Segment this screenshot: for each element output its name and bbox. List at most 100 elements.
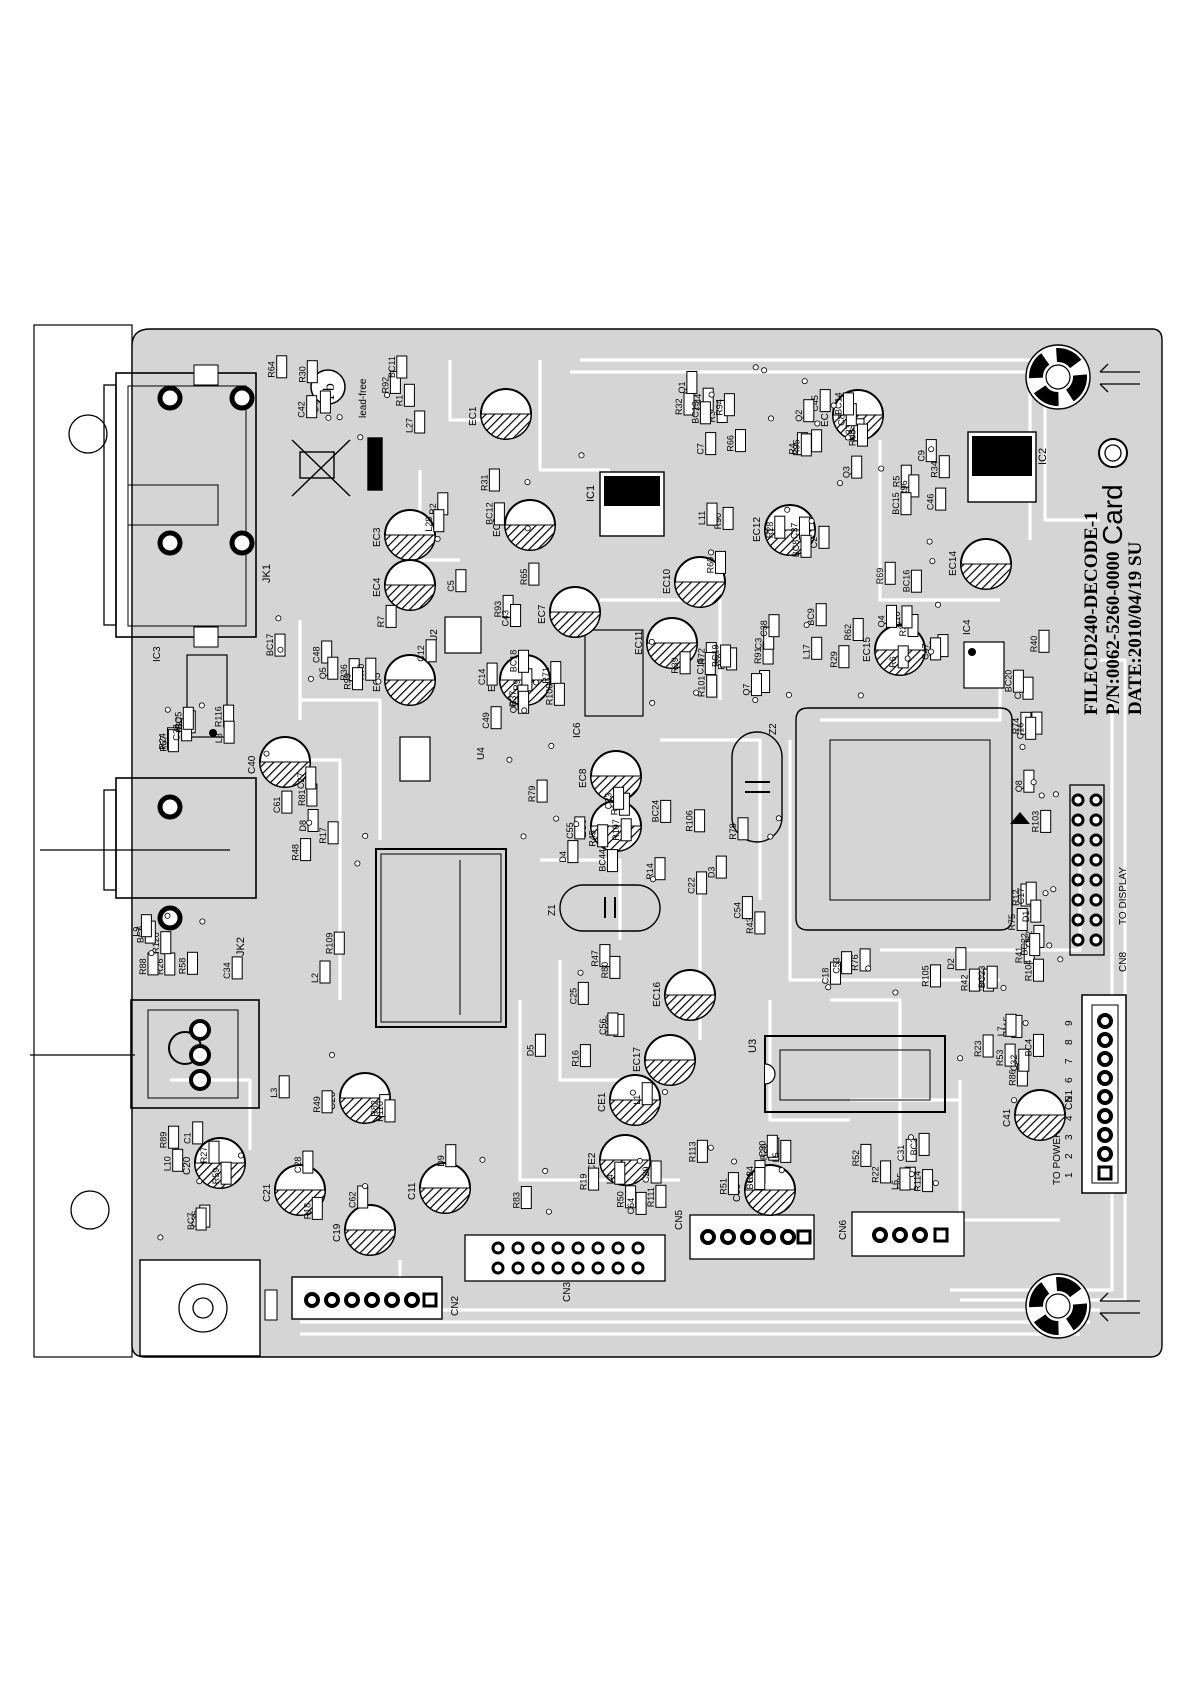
svg-text:CN6: CN6 (838, 1220, 849, 1240)
svg-text:L28: L28 (424, 517, 434, 532)
cn5-connector: CN5 (674, 1210, 815, 1260)
svg-text:R40: R40 (1029, 636, 1039, 653)
component-c7: C7 (696, 432, 717, 456)
via (325, 414, 332, 421)
svg-text:EC17: EC17 (632, 1047, 643, 1072)
svg-text:R17: R17 (318, 827, 328, 844)
svg-text:CN3: CN3 (562, 1282, 573, 1302)
svg-text:C20: C20 (182, 1156, 193, 1175)
board-markings: FILECD240-DECODE-1 P/N:0062-5260-0000 DA… (1081, 484, 1146, 715)
via (928, 648, 935, 655)
svg-text:C56: C56 (598, 1018, 608, 1035)
svg-text:R16: R16 (570, 1050, 580, 1067)
via (731, 1158, 738, 1165)
via (362, 832, 369, 839)
ic2-regulator: IC2 (967, 431, 1049, 503)
component-c14: C14 (477, 662, 498, 686)
component-r75: R75 (1007, 908, 1028, 931)
component-r106: R106 (685, 809, 706, 833)
component-r96: R96 (899, 474, 920, 498)
svg-text:BC16: BC16 (901, 570, 911, 593)
svg-text:C21: C21 (262, 1183, 273, 1202)
svg-text:BC6: BC6 (135, 926, 145, 944)
svg-text:R20: R20 (759, 1144, 769, 1161)
component-bc22: BC22 (1020, 933, 1041, 957)
cn1-connector: 1 2 3 4 5 6 7 8 9 CN1 TO POWER (1052, 994, 1127, 1194)
component-c30: C30 (757, 1134, 778, 1158)
svg-text:R71: R71 (541, 667, 551, 684)
svg-text:L6: L6 (890, 1180, 900, 1190)
component-r47: R47 (590, 944, 611, 968)
component-r110: R110 (375, 1099, 396, 1123)
via (1046, 942, 1053, 949)
component-r34: R34 (929, 455, 950, 479)
via (957, 1055, 964, 1062)
via (662, 1089, 669, 1096)
svg-text:R91: R91 (753, 647, 763, 664)
svg-text:6: 6 (1064, 1077, 1075, 1083)
component-r16: R16 (570, 1044, 591, 1068)
svg-text:R31: R31 (479, 474, 489, 491)
svg-text:R37: R37 (508, 691, 518, 708)
svg-text:C55: C55 (565, 822, 575, 839)
svg-text:BC11: BC11 (387, 356, 397, 378)
capacitor-c41: C41 (1002, 1089, 1066, 1141)
svg-text:R62: R62 (843, 624, 853, 641)
svg-text:EC1: EC1 (468, 406, 479, 426)
component-r68: R68 (848, 423, 868, 447)
capacitor-ec10: EC10 (662, 556, 726, 608)
via (928, 446, 935, 453)
component-l3: L3 (269, 1075, 290, 1099)
svg-text:R106: R106 (685, 810, 695, 832)
component-r23: R23 (973, 1034, 994, 1058)
svg-text:R6: R6 (888, 656, 898, 668)
svg-text:R49: R49 (312, 1096, 322, 1113)
svg-text:C23: C23 (604, 793, 614, 810)
via (761, 367, 768, 374)
component-r49: R49 (312, 1090, 333, 1114)
svg-text:EC4: EC4 (372, 577, 383, 597)
via (1019, 744, 1026, 751)
svg-text:Z1: Z1 (547, 904, 558, 916)
frame-hole-top (68, 414, 108, 454)
component-c54: C54 (732, 896, 753, 920)
component-l1: L1 (632, 1082, 653, 1106)
component-q7: Q7 (742, 673, 762, 697)
svg-text:R50: R50 (616, 1191, 626, 1208)
svg-text:C17: C17 (1016, 888, 1026, 905)
component-l10: L10 (163, 1148, 184, 1172)
component-r18: R18 (302, 1196, 323, 1220)
svg-text:R86: R86 (1007, 1069, 1017, 1086)
via (157, 1234, 164, 1241)
svg-text:R89: R89 (159, 1132, 169, 1149)
component-l4: L4 (605, 1161, 626, 1185)
via (865, 965, 872, 972)
component-r111: R111 (646, 1184, 667, 1208)
svg-text:R12: R12 (1011, 889, 1021, 906)
component-r89: R89 (159, 1125, 180, 1149)
svg-text:R74: R74 (1011, 718, 1021, 735)
via (801, 378, 808, 385)
svg-text:D9: D9 (436, 1155, 446, 1167)
svg-text:C2: C2 (809, 537, 819, 549)
component-c38: C38 (759, 614, 780, 638)
component-r52: R52 (851, 1143, 872, 1167)
svg-text:C61: C61 (272, 797, 282, 814)
svg-text:R95: R95 (791, 439, 801, 456)
svg-text:IC6: IC6 (572, 722, 583, 738)
svg-text:C29: C29 (641, 1166, 651, 1183)
component-bc19: BC19 (711, 644, 732, 668)
component-r53: R53 (995, 1043, 1016, 1067)
component-l28: L28 (424, 509, 445, 533)
svg-text:R45: R45 (588, 830, 598, 847)
via (908, 1171, 915, 1178)
via (307, 675, 314, 682)
component-c1: C1 (183, 1121, 204, 1145)
to-power-label: TO POWER (1052, 1131, 1063, 1185)
component-l9: L9 (131, 914, 152, 938)
svg-text:C64: C64 (626, 1198, 636, 1215)
component-c29: C29 (641, 1160, 662, 1184)
component-c49: C49 (481, 706, 502, 730)
via (932, 1180, 939, 1187)
